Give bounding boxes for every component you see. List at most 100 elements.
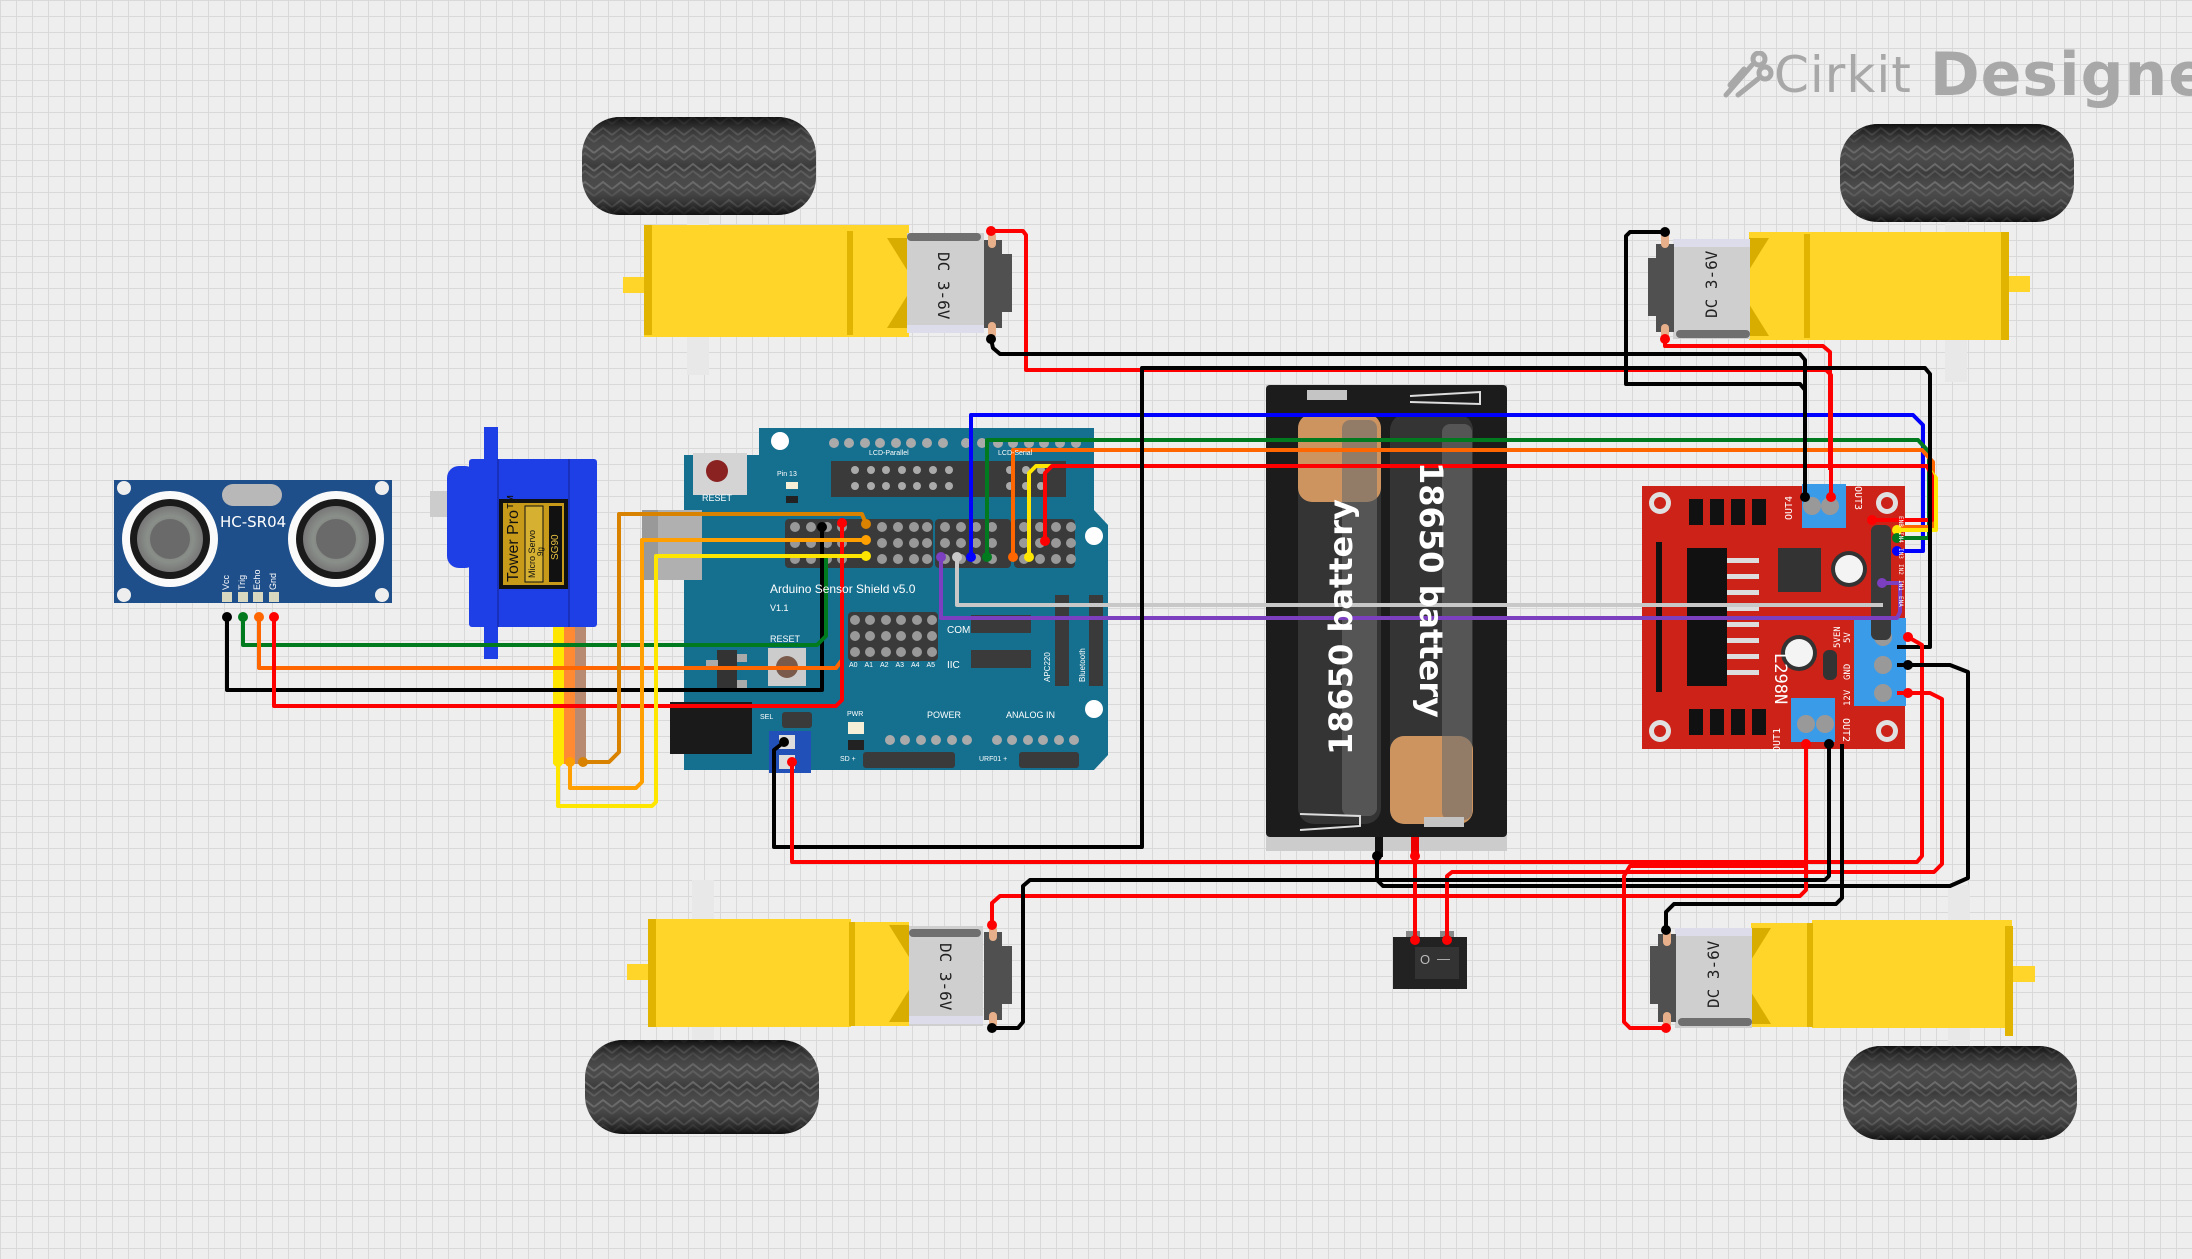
driver-control-pin-label: ENB [1897, 516, 1904, 527]
header-pin[interactable] [922, 522, 932, 532]
header-pin[interactable] [806, 522, 816, 532]
wire-ultrasonic-trig [241, 555, 828, 647]
analog-header-pin[interactable] [881, 647, 891, 657]
power-header-hole[interactable] [1069, 735, 1079, 745]
header-pin[interactable] [1066, 538, 1076, 548]
shield-title: Arduino Sensor Shield v5.0 [770, 582, 916, 596]
driver-out3-label: OUT3 [1852, 486, 1863, 511]
shield-reset-mid-label: RESET [770, 634, 801, 644]
analog-header-pin[interactable] [865, 631, 875, 641]
wire-ultrasonic-vcc [225, 527, 824, 692]
header-pin[interactable] [987, 522, 997, 532]
shield-analog-pin-label: A0 [849, 662, 858, 669]
shield-urf-label: URF01 + [979, 756, 1008, 763]
analog-header-pin[interactable] [850, 615, 860, 625]
wire-gray [955, 557, 1883, 607]
header-pin[interactable] [971, 538, 981, 548]
header-pin[interactable] [922, 554, 932, 564]
header-pin[interactable] [893, 522, 903, 532]
header-pin[interactable] [1051, 522, 1061, 532]
header-pin[interactable] [1066, 522, 1076, 532]
header-pin[interactable] [909, 554, 919, 564]
header-pin[interactable] [1051, 554, 1061, 564]
analog-header-pin[interactable] [927, 615, 937, 625]
header-pin[interactable] [956, 538, 966, 548]
analog-header-pin[interactable] [865, 615, 875, 625]
driver-12v-label: 12V [1843, 689, 1853, 706]
driver-control-pin-label: IN2 [1897, 564, 1904, 575]
power-switch[interactable] [1393, 931, 1467, 989]
driver-control-pin-label: IN1 [1897, 580, 1904, 591]
analog-header-pin[interactable] [850, 647, 860, 657]
analog-header-pin[interactable] [850, 631, 860, 641]
analog-header-pin[interactable] [912, 647, 922, 657]
analog-header-pin[interactable] [881, 631, 891, 641]
header-pin[interactable] [909, 538, 919, 548]
analog-header-pin[interactable] [896, 647, 906, 657]
analog-header-pin[interactable] [896, 631, 906, 641]
battery-holder [1266, 385, 1507, 857]
header-pin[interactable] [877, 522, 887, 532]
header-pin[interactable] [1019, 522, 1029, 532]
header-pin[interactable] [956, 522, 966, 532]
header-pin[interactable] [1066, 554, 1076, 564]
shield-analog-pin-label: A4 [911, 662, 920, 669]
header-pin[interactable] [790, 522, 800, 532]
header-pin[interactable] [909, 522, 919, 532]
power-header-hole[interactable] [1023, 735, 1033, 745]
analog-header-pin[interactable] [896, 615, 906, 625]
power-header-hole[interactable] [992, 735, 1002, 745]
header-pin[interactable] [1035, 522, 1045, 532]
shield-lcd-parallel-label: LCD-Parallel [869, 450, 909, 457]
switch-on-symbol: — [1437, 951, 1450, 966]
analog-header-pin[interactable] [912, 615, 922, 625]
header-pin[interactable] [877, 554, 887, 564]
header-pin[interactable] [1035, 554, 1045, 564]
power-header-hole[interactable] [1007, 735, 1017, 745]
ultrasonic-pin-gnd: Gnd [268, 572, 278, 590]
arduino-sensor-shield [642, 428, 1108, 773]
header-pin[interactable] [877, 538, 887, 548]
switch-off-symbol: O [1420, 952, 1431, 967]
wire-servo-gnd [583, 512, 868, 764]
wire-servo-vcc [568, 538, 866, 790]
power-header-hole[interactable] [947, 735, 957, 745]
header-pin[interactable] [1019, 538, 1029, 548]
driver-out4-label: OUT4 [1784, 495, 1795, 520]
wire-motor-fr-black [1624, 230, 1807, 392]
wire-motor-rl-black [992, 744, 1831, 1030]
analog-header-pin[interactable] [927, 647, 937, 657]
wire-servo-signal [556, 554, 866, 808]
shield-pin13-label: Pin 13 [777, 471, 797, 478]
analog-header-pin[interactable] [912, 631, 922, 641]
header-pin[interactable] [987, 538, 997, 548]
wire-in1-purple [939, 557, 1902, 620]
header-pin[interactable] [1051, 538, 1061, 548]
header-pin[interactable] [893, 538, 903, 548]
power-header-hole[interactable] [885, 735, 895, 745]
power-header-hole[interactable] [900, 735, 910, 745]
power-header-hole[interactable] [1038, 735, 1048, 745]
driver-out1-label: OUT1 [1772, 727, 1783, 752]
shield-analog-pin-label: A2 [880, 662, 889, 669]
analog-header-pin[interactable] [881, 615, 891, 625]
power-header-hole[interactable] [1054, 735, 1064, 745]
header-pin[interactable] [940, 522, 950, 532]
servo-model-label: SG90 [550, 534, 561, 560]
driver-control-pin-label: IN4 [1897, 532, 1904, 543]
header-pin[interactable] [971, 522, 981, 532]
wire-motor-fl-black [989, 338, 1807, 497]
driver-control-pin-label: IN3 [1897, 548, 1904, 559]
header-pin[interactable] [893, 554, 903, 564]
header-pin[interactable] [940, 538, 950, 548]
power-header-hole[interactable] [916, 735, 926, 745]
wire-enb-orange [1011, 448, 1935, 557]
power-header-hole[interactable] [962, 735, 972, 745]
header-pin[interactable] [922, 538, 932, 548]
analog-header-pin[interactable] [927, 631, 937, 641]
brand-name-bold: Designer [1929, 40, 2192, 110]
analog-header-pin[interactable] [865, 647, 875, 657]
power-header-hole[interactable] [931, 735, 941, 745]
driver-5ven-label: 5VEN [1833, 626, 1843, 648]
